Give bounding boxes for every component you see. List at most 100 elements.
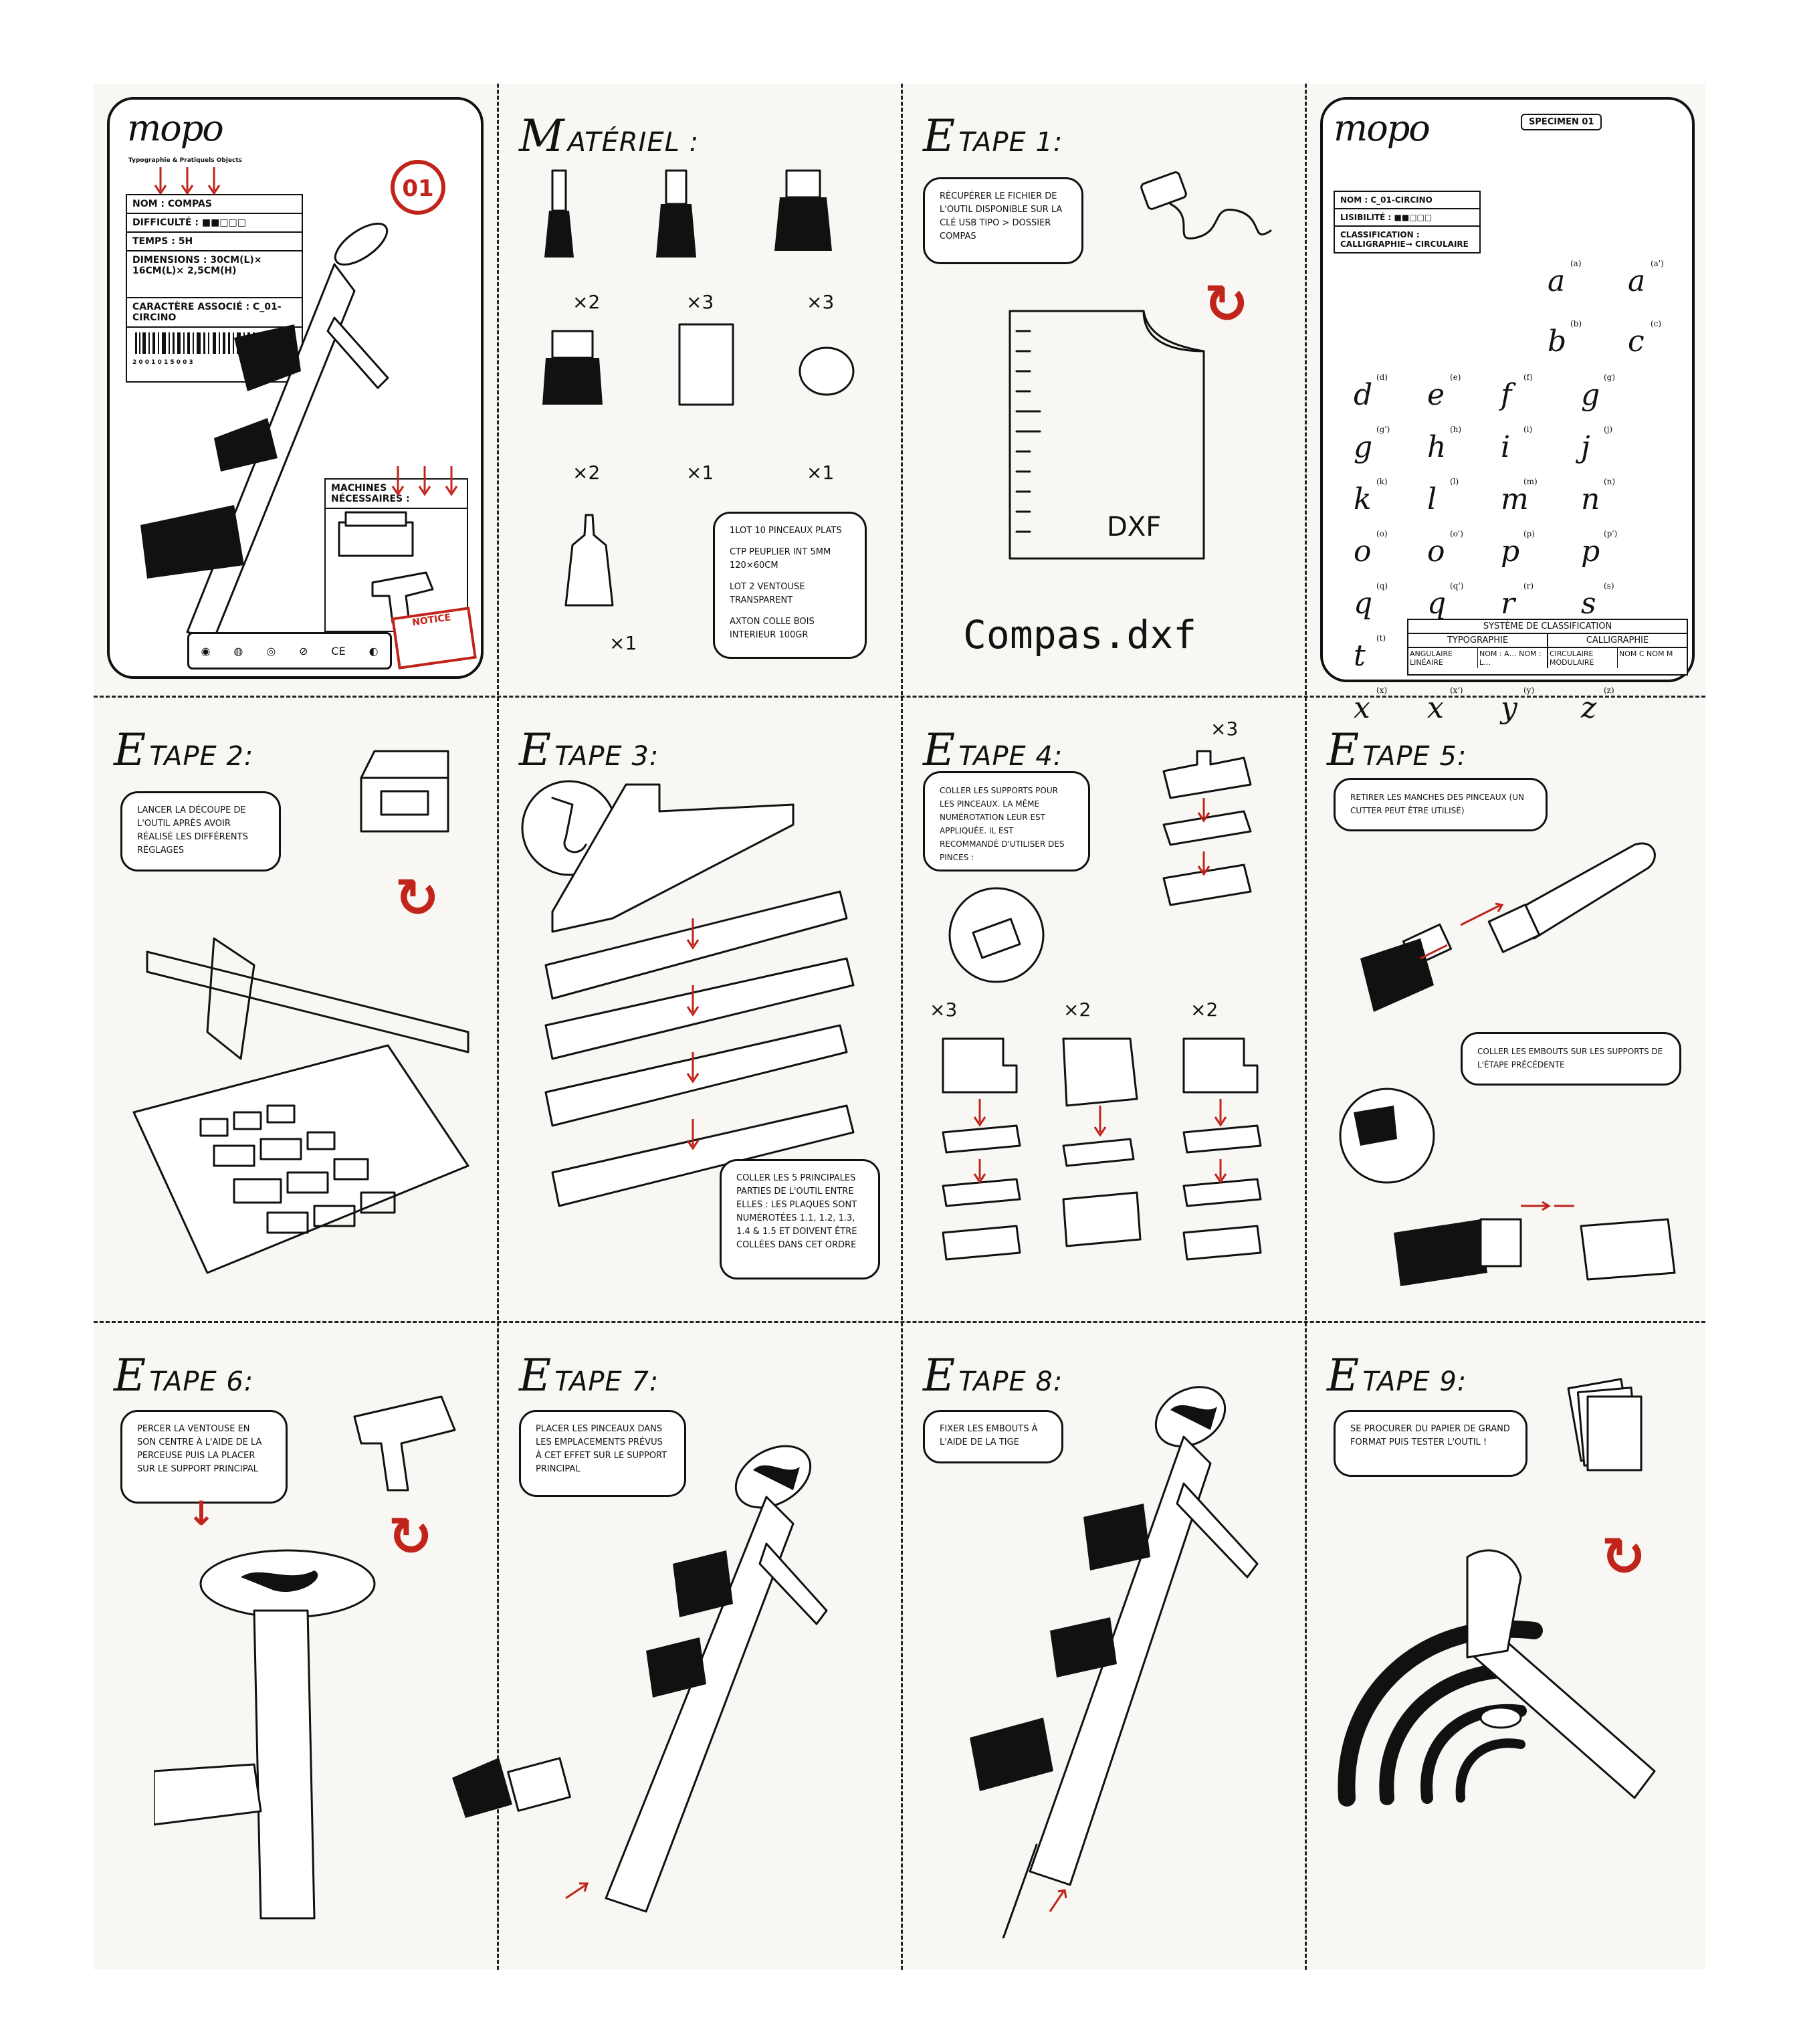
glyph-label: (s)	[1604, 581, 1614, 591]
step7-instructions: PLACER LES PINCEAUX DANS LES EMPLACEMENT…	[519, 1410, 686, 1497]
glyph-label: (r)	[1523, 581, 1534, 591]
safety-icon: ◎	[266, 644, 276, 657]
next-arrow-icon: ↻	[1601, 1526, 1647, 1588]
glyph-char: t	[1354, 639, 1366, 673]
step1-instructions: RÉCUPÉRER LE FICHIER DE L'OUTIL DISPONIB…	[923, 177, 1083, 264]
table-cell: CIRCULAIRE MODULAIRE	[1548, 648, 1618, 668]
support-parts-drawing	[942, 1037, 1262, 1261]
glyph-label: (c)	[1651, 319, 1662, 328]
glyph-char: h	[1427, 430, 1447, 464]
glyph-label: (k)	[1376, 477, 1388, 486]
glyph-char: q	[1354, 587, 1373, 621]
info-time: TEMPS : 5H	[127, 233, 302, 251]
specimen-glyph: a (a')	[1628, 259, 1664, 298]
paper-sheets-icon	[1567, 1378, 1643, 1471]
specimen-glyph: g(g')	[1354, 425, 1390, 464]
brush-placement-drawing	[452, 1445, 828, 1913]
suction-cup-mount-drawing	[154, 1549, 376, 1920]
step3-instructions: COLLER LES 5 PRINCIPALES PARTIES DE L'OU…	[720, 1159, 880, 1280]
qty-label: ×1	[609, 632, 637, 654]
material-item: 1LOT 10 PINCEAUX PLATS	[730, 526, 842, 536]
glyph-char: a	[1628, 264, 1646, 298]
info-name: NOM : COMPAS	[127, 195, 302, 214]
table-header: CALLIGRAPHIE	[1586, 635, 1649, 645]
ce-mark-icon: CE	[331, 644, 346, 657]
glyph-char: a	[1548, 264, 1566, 298]
next-arrow-icon: ↻	[395, 867, 440, 929]
glyph-label: (x)	[1376, 686, 1388, 695]
qty-label: ×3	[807, 291, 835, 313]
next-arrow-icon: ↻	[388, 1506, 433, 1568]
glyph-char: l	[1427, 482, 1437, 516]
glyph-char: q	[1427, 587, 1447, 621]
glyph-label: (a')	[1651, 259, 1664, 268]
specimen-glyph: d(d)	[1354, 373, 1388, 412]
red-arrows-icon	[391, 466, 458, 496]
compass-drawing-test	[1338, 1549, 1656, 1807]
specimen-glyph: m(m)	[1501, 477, 1538, 516]
safety-icon: ◐	[368, 644, 379, 657]
glyph-label: (p)	[1523, 529, 1536, 538]
brushes-drawing	[542, 169, 855, 406]
machines-box: MACHINES NÉCESSAIRES :	[324, 478, 468, 632]
number-badge: 01	[391, 160, 445, 215]
glyph-label: (o)	[1376, 529, 1388, 538]
materials-list: 1LOT 10 PINCEAUX PLATS CTP PEUPLIER INT …	[713, 512, 867, 659]
glyph-label: (i)	[1523, 425, 1533, 434]
no-symbol-icon: ⊘	[299, 644, 308, 657]
step9-instructions: SE PROCURER DU PAPIER DE GRAND FORMAT PU…	[1334, 1410, 1527, 1477]
glyph-label: (j)	[1604, 425, 1613, 434]
step5-instructions-1: RETIRER LES MANCHES DES PINCEAUX (UN CUT…	[1334, 778, 1548, 831]
specimen-card	[1320, 97, 1695, 682]
specimen-name: NOM : C_01-CIRCINO	[1335, 192, 1479, 209]
glyph-label: (p')	[1604, 529, 1618, 538]
glyph-label: (q')	[1450, 581, 1464, 591]
specimen-glyph: x(x')	[1427, 686, 1463, 725]
qty-label: ×2	[1190, 999, 1219, 1021]
safety-icons-bar: ◉ ◍ ◎ ⊘ CE ◐	[187, 632, 392, 670]
specimen-glyph: s(s)	[1581, 581, 1614, 621]
fold-line	[1305, 84, 1307, 1970]
material-item: CTP PEUPLIER INT 5MM 120×60cm	[730, 547, 831, 571]
info-difficulty: DIFFICULTÉ : ■■□□□	[127, 214, 302, 233]
glyph-label: (q)	[1376, 581, 1388, 591]
info-dimensions: DIMENSIONS : 30CM(L)× 16CM(l)× 2,5CM(h)	[127, 251, 302, 298]
fold-line	[901, 84, 903, 1970]
glyph-label: (t)	[1376, 633, 1386, 643]
safety-icon: ◉	[201, 644, 211, 657]
qty-label: ×3	[930, 999, 958, 1021]
next-arrow-icon: ↻	[1204, 273, 1249, 335]
glyph-label: (l)	[1450, 477, 1459, 486]
glyph-label: (x')	[1450, 686, 1463, 695]
drill-icon	[353, 1395, 456, 1492]
step2-instructions: LANCER LA DÉCOUPE DE L'OUTIL APRÈS AVOIR…	[120, 791, 281, 872]
machines-label: MACHINES NÉCESSAIRES :	[326, 480, 467, 509]
qty-label: ×1	[686, 462, 714, 484]
specimen-glyph: x(x)	[1354, 686, 1387, 725]
qty-label: ×2	[572, 291, 601, 313]
step8-instructions: FIXER LES EMBOUTS À L'AIDE DE LA TIGE	[923, 1410, 1063, 1463]
brush-handle-removal-drawing	[1360, 842, 1656, 1012]
specimen-tag: SPECIMEN 01	[1521, 114, 1602, 130]
specimen-glyph: i(i)	[1501, 425, 1532, 464]
safety-icon: ◍	[233, 644, 243, 657]
glue-detail-icon	[1339, 1088, 1435, 1184]
tool-info-box: NOM : COMPAS DIFFICULTÉ : ■■□□□ TEMPS : …	[126, 194, 303, 383]
info-character: CARACTÈRE ASSOCIÉ : C_01-CIRCINO	[127, 298, 302, 328]
glyph-label: (g')	[1376, 425, 1390, 434]
classification-table: SYSTÈME DE CLASSIFICATION TYPOGRAPHIE CA…	[1407, 619, 1688, 676]
glyph-label: (b)	[1570, 319, 1582, 328]
specimen-glyph: n(n)	[1581, 477, 1615, 516]
logo-subtitle: Typographie & Pratiquels Objects	[128, 157, 242, 164]
fold-line	[94, 1321, 1705, 1323]
table-cell: NOM C NOM M	[1619, 649, 1673, 658]
specimen-glyph: y(y)	[1501, 686, 1534, 725]
